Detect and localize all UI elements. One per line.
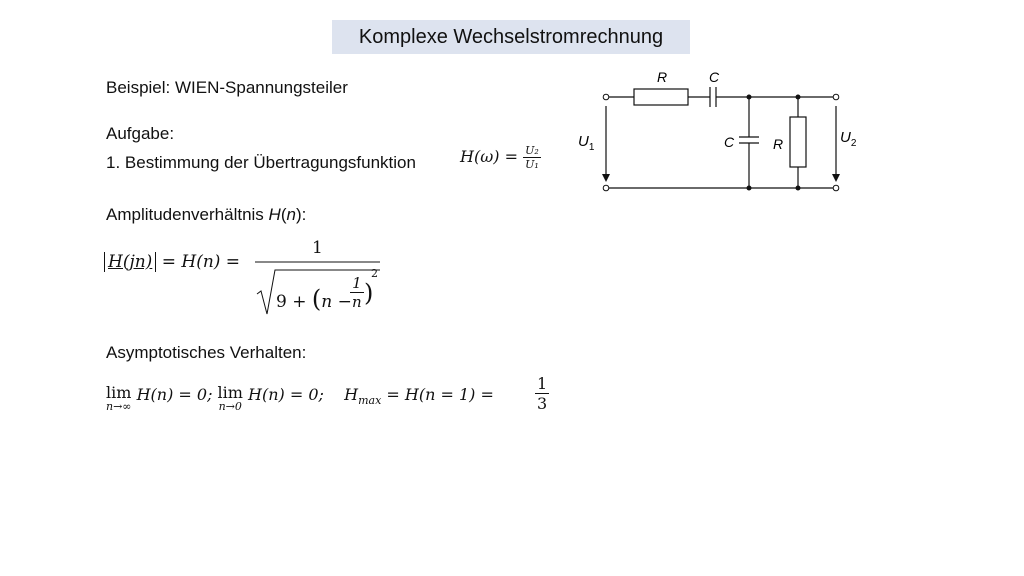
formula-amplitude-lhs: H(jn) = H(n) = bbox=[104, 252, 240, 272]
formula-transfer-den: U₁ bbox=[523, 157, 541, 171]
lim-zero-word: lim bbox=[217, 383, 243, 402]
formula-amplitude-h-jn: H(jn) bbox=[108, 252, 153, 272]
label-c-series: C bbox=[709, 69, 720, 85]
formula-amplitude-inner-frac: 1 n bbox=[350, 274, 364, 311]
label-u2-sub: 2 bbox=[851, 138, 857, 149]
series-resistor bbox=[633, 88, 689, 106]
formula-transfer-num: U₂ bbox=[525, 144, 539, 157]
formula-amplitude-mid: = H(n) = bbox=[161, 252, 241, 272]
formula-amplitude-rparen: ) bbox=[364, 279, 374, 307]
hmax-num: 1 bbox=[537, 374, 548, 393]
label-r-series: R bbox=[657, 69, 667, 85]
formula-amplitude-inner-fraction: 1 n bbox=[350, 274, 364, 311]
formula-amplitude-abs: H(jn) bbox=[104, 252, 157, 272]
formula-transfer-fraction: U₂ U₁ bbox=[523, 144, 541, 171]
formula-amplitude-n: n − bbox=[321, 292, 352, 312]
formula-amplitude-num: 1 bbox=[312, 238, 323, 258]
amplitude-label-arg: n bbox=[286, 205, 296, 224]
hmax-fraction: 1 3 bbox=[535, 374, 550, 413]
hmax-den: 3 bbox=[535, 393, 550, 413]
example-heading: Beispiel: WIEN-Spannungsteiler bbox=[106, 78, 348, 97]
formula-amplitude-exp: 2 bbox=[371, 267, 378, 280]
hmax: Hmax bbox=[344, 385, 382, 408]
label-u1-sub: 1 bbox=[589, 142, 595, 153]
task-label: Aufgabe: bbox=[106, 124, 175, 143]
parallel-resistor bbox=[789, 116, 807, 168]
asymptotic-label: Asymptotisches Verhalten: bbox=[106, 343, 307, 362]
label-u2-symbol: U bbox=[840, 129, 851, 146]
task-item-1-text: 1. Bestimmung der Übertragungsfunktion bbox=[106, 153, 416, 172]
label-c-parallel: C bbox=[724, 134, 735, 150]
amplitude-label-prefix: Amplitudenverhältnis bbox=[106, 205, 269, 224]
task-item-1: 1. Bestimmung der Übertragungsfunktion bbox=[106, 153, 416, 173]
lim-zero-expr: H(n) = 0; bbox=[248, 385, 324, 404]
hmax-expr: = H(n = 1) = bbox=[386, 385, 494, 404]
formula-amplitude-inner-den: n bbox=[350, 292, 364, 311]
lim-zero-sub: n→0 bbox=[218, 400, 242, 413]
slide-title: Komplexe Wechselstromrechnung bbox=[332, 20, 690, 54]
formula-transfer-function: H(ω) = U₂ U₁ bbox=[460, 144, 541, 171]
label-u1: U1 bbox=[578, 133, 595, 153]
formula-amplitude-radicand: 9 + (n − bbox=[276, 285, 352, 313]
formula-amplitude-inner-num: 1 bbox=[352, 274, 362, 292]
wien-circuit-diagram: R C C R U1 U2 bbox=[578, 69, 857, 192]
hmax-sub: max bbox=[358, 394, 382, 408]
amplitude-label-fn: H bbox=[268, 205, 281, 224]
formula-amplitude-const: 9 + bbox=[276, 292, 312, 312]
formula-amplitude-radical bbox=[255, 261, 380, 315]
amplitude-label: Amplitudenverhältnis H(n): bbox=[106, 205, 307, 224]
label-u2: U2 bbox=[840, 129, 857, 149]
label-r-parallel: R bbox=[773, 136, 783, 152]
lim-infinity-word: lim bbox=[106, 383, 132, 402]
hmax-frac: 1 3 bbox=[535, 374, 550, 413]
label-u1-symbol: U bbox=[578, 133, 589, 150]
amplitude-label-suffix: : bbox=[301, 205, 307, 224]
formula-transfer-lhs: H(ω) = bbox=[460, 147, 518, 166]
hmax-symbol: H bbox=[344, 385, 359, 404]
lim-infinity-expr: H(n) = 0; bbox=[136, 385, 213, 404]
lim-infinity-sub: n→∞ bbox=[106, 400, 132, 413]
